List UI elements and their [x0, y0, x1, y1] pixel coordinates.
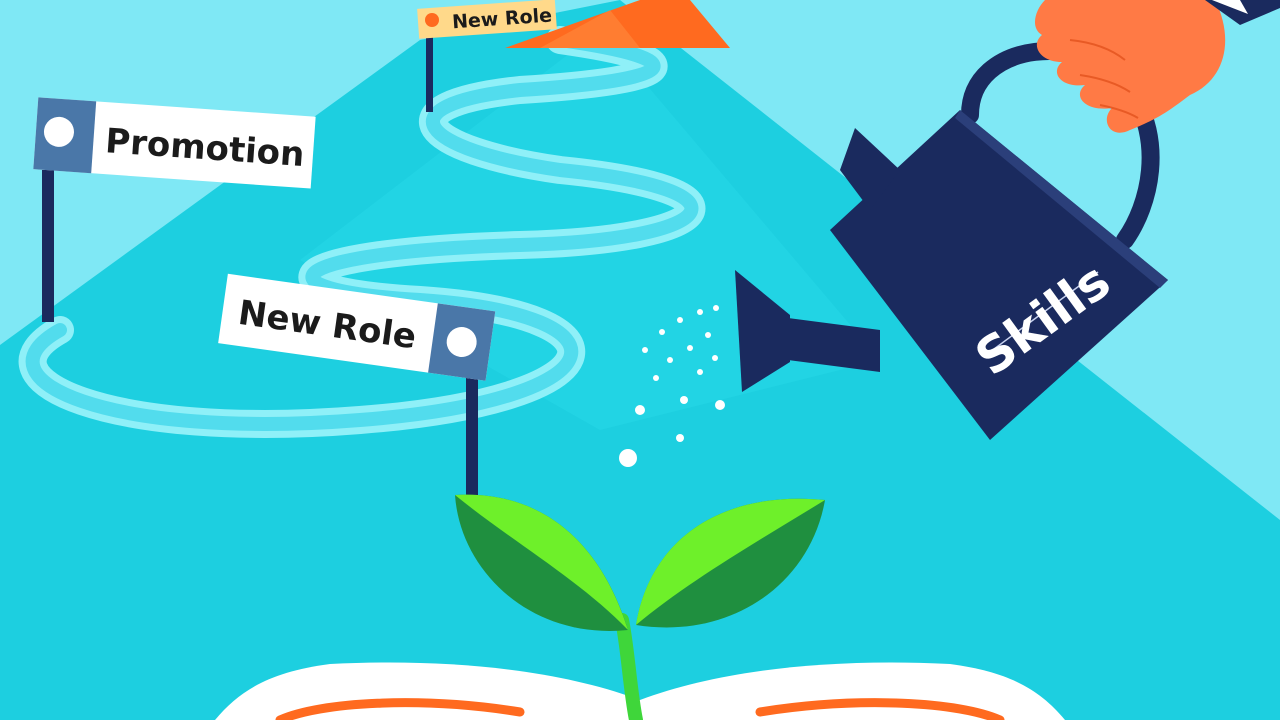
water-drop	[635, 405, 645, 415]
water-drop	[705, 332, 711, 338]
mountain-shade	[540, 10, 640, 48]
sign-top: New Role	[417, 0, 557, 112]
water-droplets	[619, 305, 725, 467]
watering-can: Skills	[735, 42, 1168, 440]
sleeve-shirt	[1212, 0, 1248, 14]
water-drop	[712, 355, 718, 361]
watering-can-body	[830, 110, 1168, 440]
leaf-left-highlight	[455, 494, 628, 630]
water-drop	[619, 449, 637, 467]
sign-left-pole	[42, 170, 54, 322]
watering-can-nozzle	[735, 270, 790, 392]
sign-middle: New Role	[218, 273, 496, 495]
sign-top-marker	[425, 13, 439, 27]
sleeve-cuff	[1205, 0, 1280, 25]
hand-fingers	[1069, 39, 1139, 119]
water-drop	[680, 396, 688, 404]
sign-middle-marker	[446, 327, 477, 358]
water-drop	[642, 347, 648, 353]
sign-top-board	[417, 0, 557, 39]
watering-can-edge	[955, 110, 1168, 288]
water-drop	[697, 369, 703, 375]
sign-middle-board	[218, 273, 496, 381]
open-book	[215, 662, 1065, 720]
water-drop	[715, 400, 725, 410]
water-drop	[667, 357, 673, 363]
leaf-right-highlight	[636, 498, 825, 625]
water-drop	[659, 329, 665, 335]
book-stripe-right	[755, 698, 1005, 720]
sign-left-marker	[43, 116, 74, 147]
sign-left: Promotion	[33, 97, 316, 322]
book-stripe-left	[275, 698, 525, 720]
watering-can-underline	[989, 271, 1099, 353]
leaf-left	[455, 494, 628, 631]
hand	[1034, 0, 1280, 133]
winding-path-inner	[25, 33, 699, 431]
sprout	[455, 494, 825, 720]
water-drop	[653, 375, 659, 381]
water-drop	[687, 345, 693, 351]
sign-left-board	[33, 97, 316, 189]
watering-can-spout	[788, 318, 880, 372]
sign-top-pole	[426, 32, 433, 112]
leaf-right	[636, 498, 825, 628]
sign-middle-pole	[466, 370, 478, 495]
water-drop	[697, 309, 703, 315]
hand-shape	[1034, 0, 1226, 133]
water-drop	[676, 434, 684, 442]
watering-can-lid	[840, 128, 900, 210]
water-drop	[713, 305, 719, 311]
water-drop	[677, 317, 683, 323]
